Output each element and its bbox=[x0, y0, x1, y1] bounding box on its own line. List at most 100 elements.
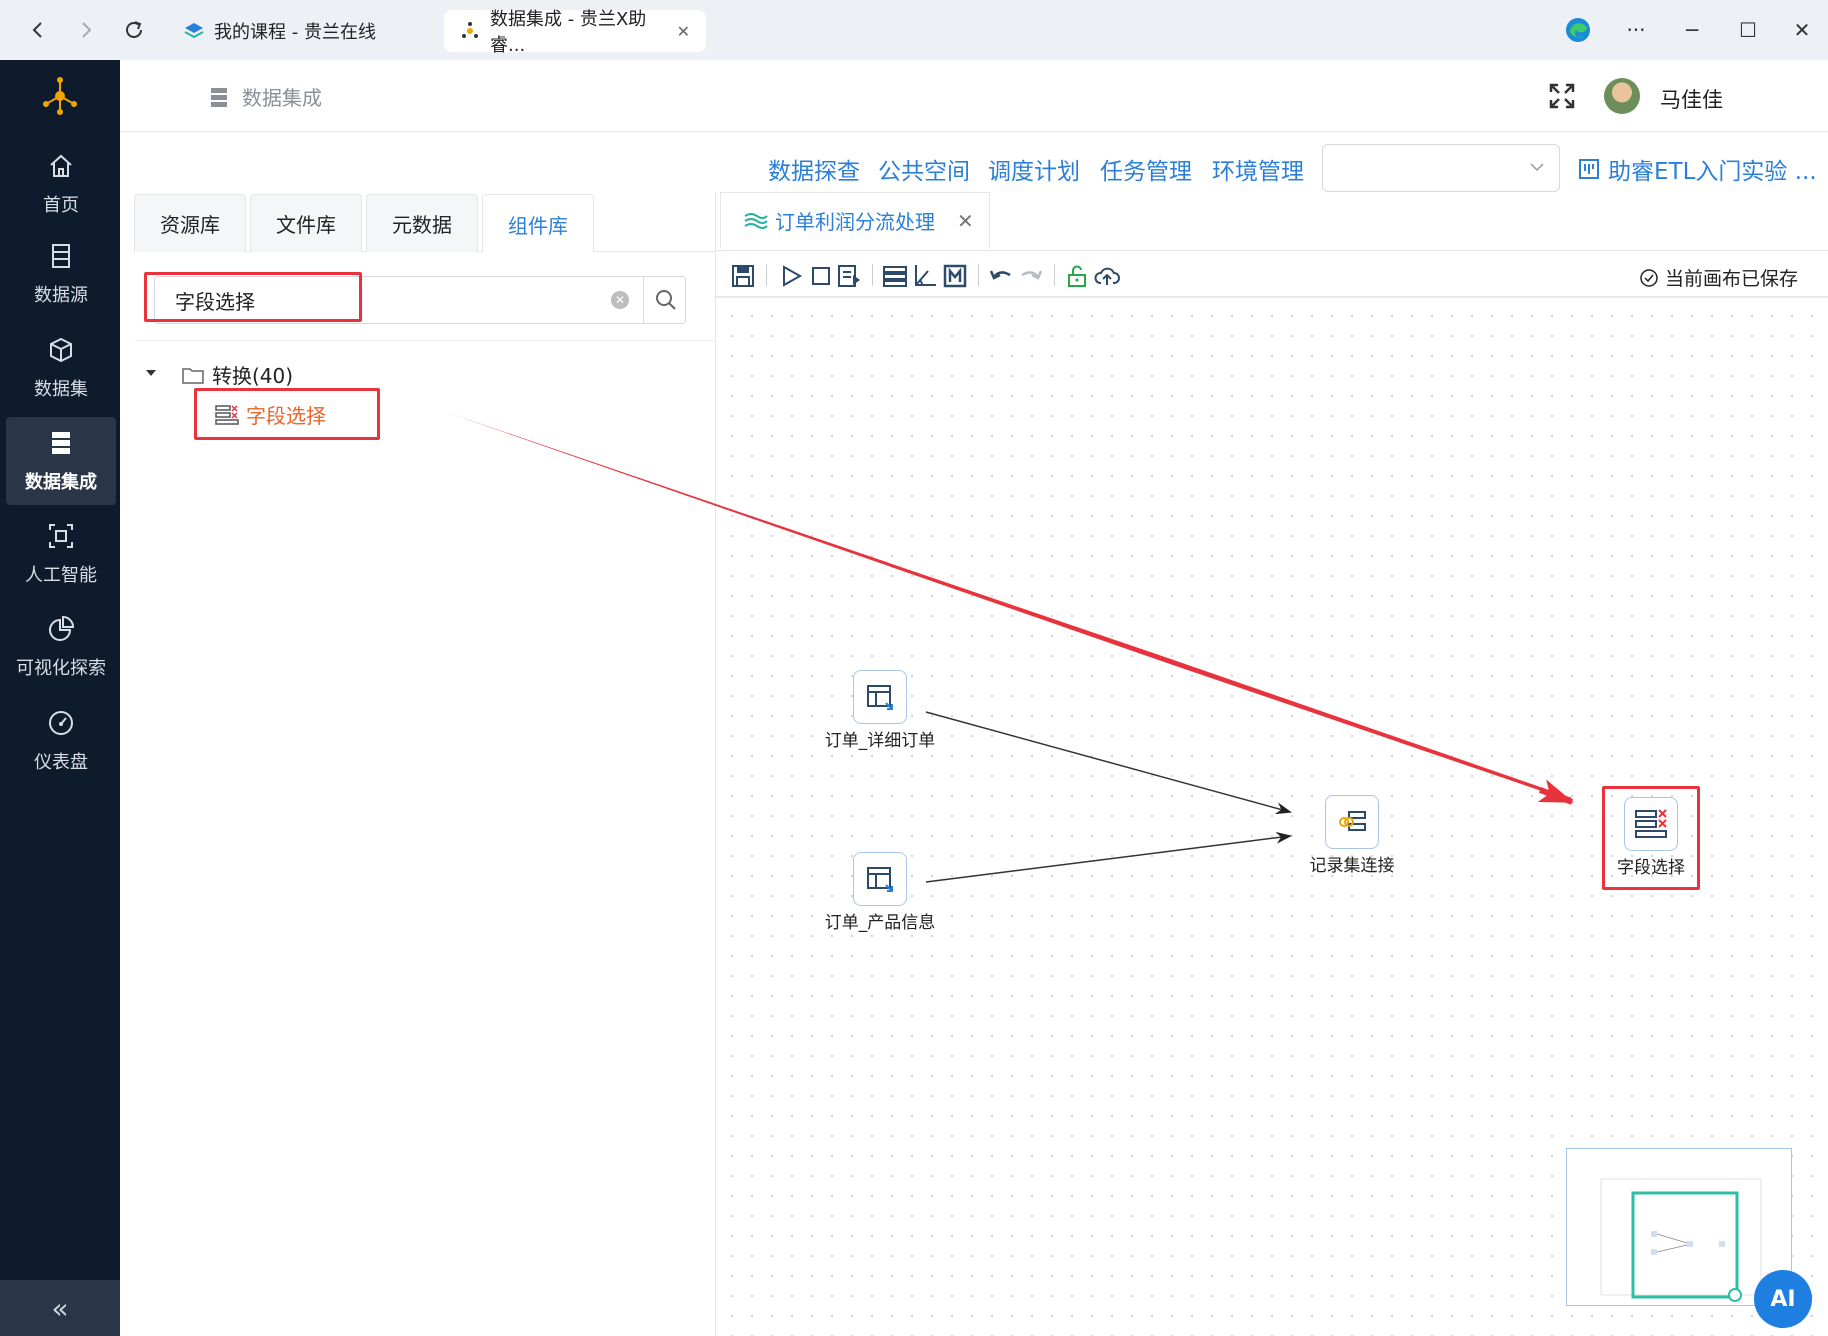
sidebar-item-label: 可视化探索 bbox=[16, 658, 106, 679]
search-input[interactable] bbox=[155, 277, 643, 323]
node-record-join[interactable]: 记录集连接 bbox=[1287, 795, 1417, 876]
breadcrumb: 数据集成 bbox=[210, 82, 322, 111]
menu-link-public-space[interactable]: 公共空间 bbox=[878, 159, 970, 185]
ai-assistant-button[interactable]: AI bbox=[1754, 1270, 1812, 1328]
panel-tabs: 资源库 文件库 元数据 组件库 bbox=[134, 192, 716, 253]
cube-icon bbox=[46, 335, 76, 365]
sidebar-item-label: 首页 bbox=[43, 195, 79, 216]
tab-metadata[interactable]: 元数据 bbox=[366, 194, 478, 252]
tab-profit-split[interactable]: 订单利润分流处理 ✕ bbox=[720, 192, 990, 250]
node-field-select[interactable]: 字段选择 bbox=[1586, 797, 1716, 878]
upload-cloud-icon[interactable] bbox=[1094, 263, 1120, 289]
metadata-icon[interactable] bbox=[942, 263, 968, 289]
clear-search-icon[interactable]: ✕ bbox=[611, 291, 629, 309]
tree-folder-transform[interactable]: 转换(40) bbox=[182, 360, 293, 389]
edge-detail-to-join[interactable] bbox=[925, 711, 1292, 815]
tab-resource-library[interactable]: 资源库 bbox=[134, 194, 246, 252]
chevron-down-icon bbox=[1530, 163, 1544, 172]
sidebar-item-home[interactable]: 首页 bbox=[6, 140, 116, 228]
menu-link-environment[interactable]: 环境管理 bbox=[1212, 159, 1304, 185]
close-tab-icon[interactable]: ✕ bbox=[676, 21, 690, 41]
sidebar-item-label: 数据源 bbox=[34, 285, 88, 306]
reload-icon[interactable] bbox=[116, 12, 152, 48]
app-logo[interactable] bbox=[38, 74, 82, 118]
node-order-detail[interactable]: 订单_详细订单 bbox=[815, 670, 945, 751]
sidebar-item-label: 数据集成 bbox=[25, 472, 97, 493]
sidebar-item-visual[interactable]: 可视化探索 bbox=[6, 603, 116, 691]
project-name: 助睿ETL入门实验 ... bbox=[1608, 159, 1817, 185]
editor-toolbar: 当前画布已保存 bbox=[716, 252, 1828, 298]
preview-icon[interactable] bbox=[836, 263, 862, 289]
unlock-icon[interactable] bbox=[1064, 263, 1090, 289]
browser-tab-title: 数据集成 - 贵兰X助睿... bbox=[490, 9, 647, 56]
fields-icon[interactable] bbox=[882, 263, 908, 289]
header: 数据集成 马佳佳 bbox=[120, 60, 1828, 132]
divider bbox=[134, 340, 716, 341]
more-icon[interactable]: ··· bbox=[1626, 18, 1646, 42]
component-panel: 资源库 文件库 元数据 组件库 ✕ 转换(40) 字段选择 bbox=[134, 192, 716, 1336]
project-icon bbox=[1579, 159, 1599, 179]
close-tab-icon[interactable]: ✕ bbox=[957, 208, 974, 233]
edge-product-to-join[interactable] bbox=[925, 831, 1292, 883]
tab-component-library[interactable]: 组件库 bbox=[482, 194, 594, 253]
tree-highlight-box bbox=[194, 388, 380, 440]
save-status-text: 当前画布已保存 bbox=[1664, 268, 1798, 290]
home-icon bbox=[46, 151, 76, 181]
field-select-icon bbox=[1624, 797, 1678, 851]
fullscreen-icon[interactable] bbox=[1548, 82, 1576, 110]
tab-file-library[interactable]: 文件库 bbox=[250, 194, 362, 252]
stop-icon[interactable] bbox=[808, 263, 834, 289]
app-logo-icon bbox=[460, 21, 480, 41]
environment-select[interactable] bbox=[1322, 144, 1560, 192]
project-link[interactable]: 助睿ETL入门实验 ... bbox=[1578, 152, 1817, 186]
undo-icon[interactable] bbox=[988, 263, 1014, 289]
server-icon bbox=[46, 428, 76, 458]
menu-link-schedule[interactable]: 调度计划 bbox=[988, 159, 1080, 185]
axis-icon[interactable] bbox=[912, 263, 938, 289]
node-label: 订单_详细订单 bbox=[824, 731, 936, 751]
sidebar-item-dashboard[interactable]: 仪表盘 bbox=[6, 697, 116, 785]
username[interactable]: 马佳佳 bbox=[1660, 88, 1723, 112]
tree-folder-label: 转换(40) bbox=[212, 364, 294, 388]
doc-tab-label: 订单利润分流处理 bbox=[775, 210, 935, 234]
search-icon bbox=[655, 290, 676, 310]
browser-chrome: 我的课程 - 贵兰在线 数据集成 - 贵兰X助睿... ✕ ··· ─ ☐ ✕ bbox=[0, 0, 1828, 60]
tab-line bbox=[716, 250, 1828, 251]
caret-down-icon[interactable] bbox=[144, 366, 158, 380]
search-button[interactable] bbox=[643, 277, 687, 323]
sidebar-item-integration[interactable]: 数据集成 bbox=[6, 417, 116, 505]
redo-icon[interactable] bbox=[1018, 263, 1044, 289]
search-highlight-box bbox=[144, 272, 362, 322]
sidebar-item-datasource[interactable]: 数据源 bbox=[6, 230, 116, 318]
sidebar-item-ai[interactable]: 人工智能 bbox=[6, 510, 116, 598]
collapse-sidebar-button[interactable]: « bbox=[0, 1280, 120, 1336]
component-search: ✕ bbox=[154, 276, 686, 324]
menu-link-explore[interactable]: 数据探查 bbox=[768, 159, 860, 185]
table-input-icon bbox=[853, 852, 907, 906]
save-icon[interactable] bbox=[730, 263, 756, 289]
forward-icon[interactable] bbox=[68, 12, 104, 48]
avatar[interactable] bbox=[1604, 78, 1640, 114]
node-highlight-box bbox=[1602, 786, 1700, 890]
browser-tab-integration[interactable]: 数据集成 - 贵兰X助睿... ✕ bbox=[444, 9, 706, 56]
edge-icon[interactable] bbox=[1558, 12, 1598, 48]
tree-item-field-select[interactable]: 字段选择 bbox=[214, 400, 326, 429]
back-icon[interactable] bbox=[20, 12, 56, 48]
browser-tab-courses[interactable]: 我的课程 - 贵兰在线 bbox=[168, 10, 392, 52]
minimap-preview bbox=[1600, 1178, 1762, 1302]
pie-chart-icon bbox=[46, 614, 76, 644]
toolbar-separator bbox=[766, 264, 767, 286]
close-window-button[interactable]: ✕ bbox=[1793, 18, 1811, 42]
minimize-button[interactable]: ─ bbox=[1685, 18, 1699, 42]
run-icon[interactable] bbox=[778, 263, 804, 289]
gauge-icon bbox=[46, 708, 76, 738]
menu-link-tasks[interactable]: 任务管理 bbox=[1100, 159, 1192, 185]
join-icon bbox=[1325, 795, 1379, 849]
canvas-minimap[interactable] bbox=[1566, 1148, 1792, 1306]
maximize-button[interactable]: ☐ bbox=[1739, 18, 1757, 42]
sidebar-item-label: 人工智能 bbox=[25, 565, 97, 586]
sidebar-item-dataset[interactable]: 数据集 bbox=[6, 324, 116, 412]
node-product-info[interactable]: 订单_产品信息 bbox=[815, 852, 945, 933]
layers-icon bbox=[184, 21, 204, 41]
